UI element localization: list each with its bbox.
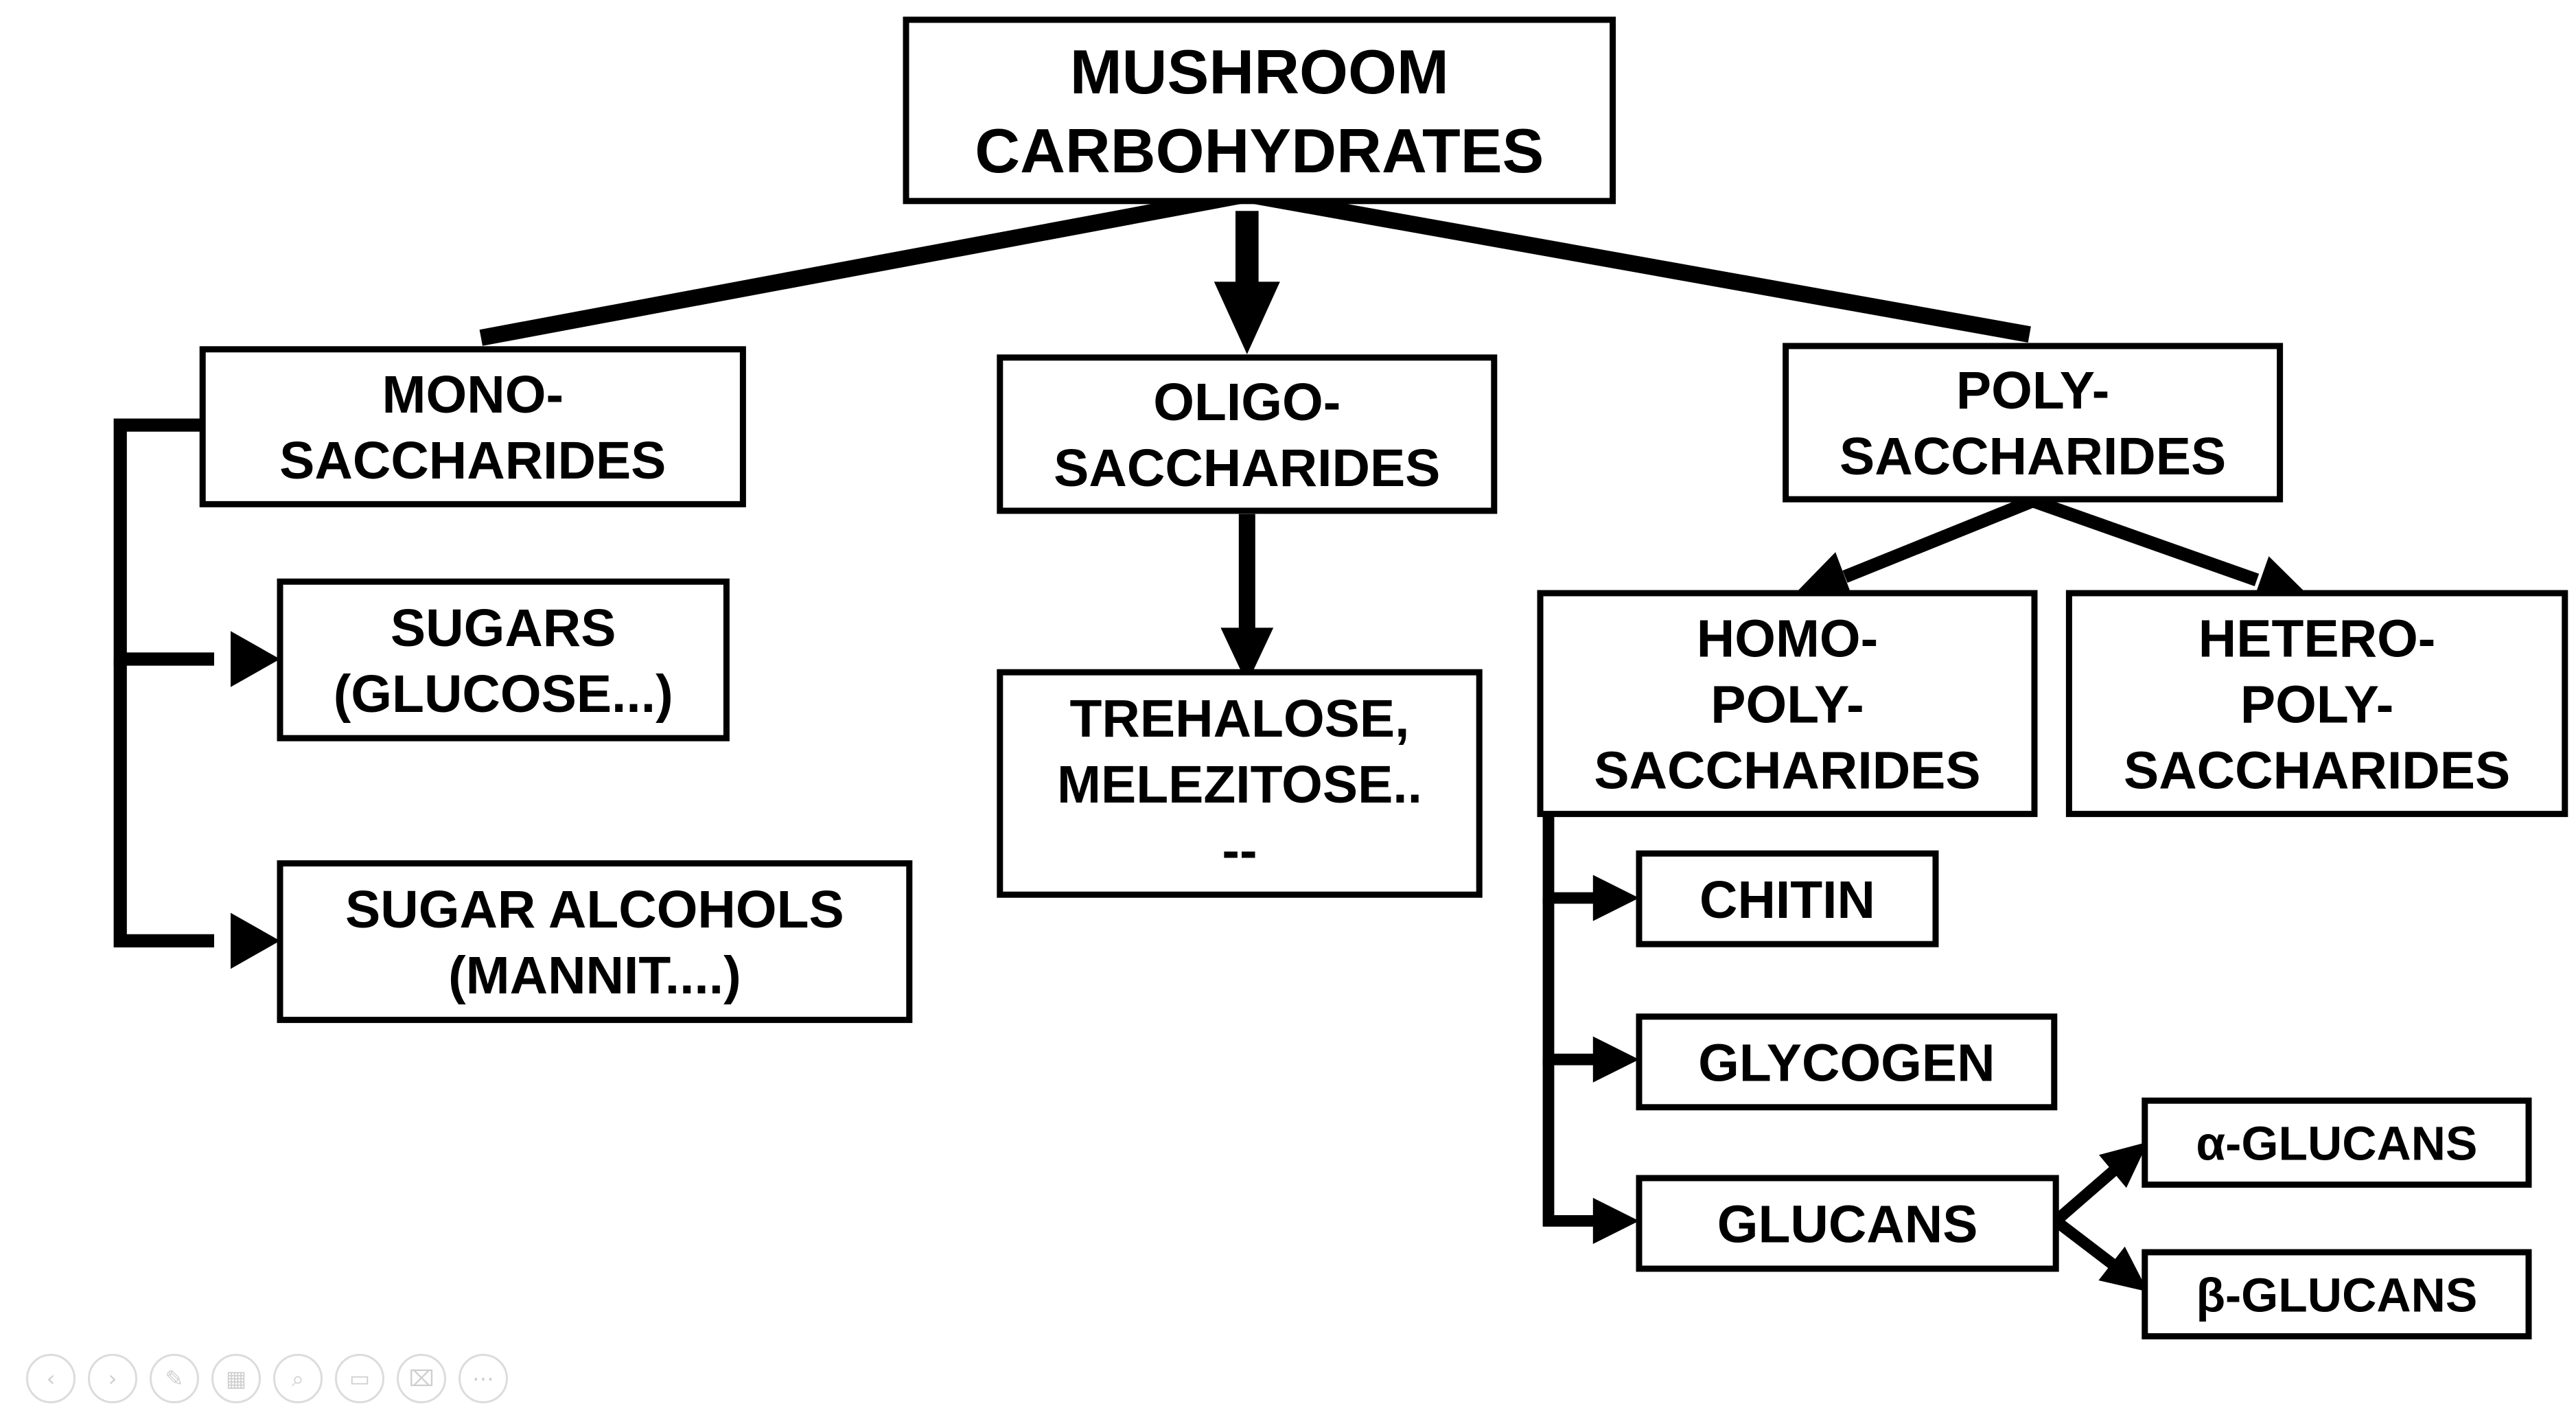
node-label-line: SACCHARIDES — [2124, 741, 2510, 800]
zoom-button[interactable]: ⌕ — [273, 1354, 323, 1403]
edges-layer — [113, 186, 2313, 1292]
node-poly: POLY- SACCHARIDES — [1783, 343, 2284, 503]
node-label-line: POLY- — [1710, 675, 1864, 734]
edge-poly-hetero — [2030, 494, 2260, 586]
node-box — [2142, 1097, 2532, 1188]
node-beta-glucans: β-GLUCANS — [2142, 1249, 2532, 1339]
edge-mono-sugar-alcohols-arrowhead — [231, 912, 280, 969]
edge-homo-glucans — [1542, 1059, 1595, 1227]
node-box — [1636, 850, 1939, 947]
edge-root-mono — [479, 186, 1249, 346]
slideshow-toolbar: ‹ › ✎ ▦ ⌕ ▭ ⌧ ⋯ — [26, 1354, 508, 1405]
node-box — [277, 578, 730, 741]
node-label-line: (GLUCOSE...) — [334, 665, 673, 724]
edge-poly-homo-arrowhead — [1792, 552, 1855, 602]
node-label-line: -- — [1222, 821, 1257, 880]
node-alpha-glucans: α-GLUCANS — [2142, 1097, 2532, 1188]
node-sugars: SUGARS (GLUCOSE...) — [277, 578, 730, 741]
node-sugar-alcohols: SUGAR ALCOHOLS (MANNIT....) — [277, 860, 913, 1024]
node-label-line: CARBOHYDRATES — [975, 116, 1544, 186]
arrow-left-icon: ‹ — [46, 1366, 56, 1392]
camera-off-icon: ⌧ — [408, 1366, 434, 1392]
node-label-line: SACCHARIDES — [1054, 439, 1440, 498]
node-chitin: CHITIN — [1636, 850, 1939, 947]
node-glycogen: GLYCOGEN — [1636, 1013, 2058, 1111]
node-label-line: SACCHARIDES — [1840, 427, 2226, 486]
node-label-line: HETERO- — [2198, 609, 2436, 668]
node-label-line: HOMO- — [1697, 609, 1878, 668]
node-oligo: OLIGO- SACCHARIDES — [997, 354, 1498, 514]
node-label-line: SUGAR ALCOHOLS — [345, 880, 844, 939]
node-label-line: OLIGO- — [1153, 373, 1341, 432]
slide-sorter-button[interactable]: ▦ — [211, 1354, 261, 1403]
nodes-layer: MUSHROOMCARBOHYDRATESMONO-SACCHARIDESOLI… — [199, 16, 2568, 1339]
edge-poly-homo — [1842, 494, 2036, 583]
node-label-line: GLUCANS — [1717, 1195, 1978, 1254]
magnifier-icon: ⌕ — [292, 1365, 304, 1392]
camera-button[interactable]: ⌧ — [397, 1354, 446, 1403]
node-label-line: MONO- — [382, 365, 564, 424]
pen-button[interactable]: ✎ — [150, 1354, 199, 1403]
node-box — [1537, 590, 2038, 818]
previous-slide-button[interactable]: ‹ — [26, 1354, 76, 1403]
edge-homo-glycogen — [1542, 898, 1595, 1065]
node-homo: HOMO- POLY- SACCHARIDES — [1537, 590, 2038, 818]
edge-homo-glycogen-arrowhead — [1592, 1036, 1639, 1083]
node-box — [277, 860, 913, 1024]
node-hetero: HETERO- POLY- SACCHARIDES — [2065, 590, 2568, 818]
node-root: MUSHROOM CARBOHYDRATES — [903, 16, 1616, 205]
node-label-line: SUGARS — [391, 599, 616, 658]
subtitles-icon: ▭ — [349, 1366, 371, 1392]
node-box — [997, 354, 1498, 514]
node-box — [2065, 590, 2568, 818]
edge-homo-chitin — [1542, 814, 1595, 904]
next-slide-button[interactable]: › — [88, 1354, 137, 1403]
edge-homo-glucans-arrowhead — [1592, 1197, 1639, 1244]
node-label-line: SACCHARIDES — [279, 431, 666, 490]
node-label-line: MUSHROOM — [1070, 37, 1449, 107]
node-label-line: α-GLUCANS — [2196, 1116, 2477, 1170]
slides-icon: ▦ — [225, 1366, 247, 1392]
node-box — [1636, 1175, 2059, 1272]
node-mono: MONO- SACCHARIDES — [199, 346, 746, 507]
edge-homo-chitin-arrowhead — [1592, 875, 1639, 921]
node-label-line: β-GLUCANS — [2196, 1268, 2478, 1322]
node-box — [2142, 1249, 2532, 1339]
node-box — [1783, 343, 2284, 503]
node-box — [199, 346, 746, 507]
node-glucans: GLUCANS — [1636, 1175, 2059, 1272]
edge-glucans-alpha-glucans-arrowhead — [2099, 1142, 2148, 1188]
arrow-right-icon: › — [108, 1366, 117, 1392]
edge-glucans-beta-glucans — [2052, 1216, 2122, 1274]
node-box — [1636, 1013, 2058, 1111]
edge-oligo-trehalose-arrowhead — [1220, 627, 1274, 684]
node-label-line: CHITIN — [1699, 871, 1875, 930]
more-icon: ⋯ — [472, 1366, 494, 1392]
edge-glucans-alpha-glucans — [2052, 1162, 2122, 1225]
edge-root-poly — [1245, 186, 2031, 343]
subtitles-button[interactable]: ▭ — [335, 1354, 384, 1403]
edge-glucans-beta-glucans-arrowhead — [2098, 1246, 2148, 1292]
node-label-line: POLY- — [2240, 675, 2393, 734]
node-label-line: MELEZITOSE.. — [1057, 755, 1422, 814]
node-box — [997, 669, 1483, 898]
node-label-line: TREHALOSE, — [1070, 689, 1410, 748]
node-label-line: (MANNIT....) — [448, 946, 741, 1005]
edge-mono-sugar-alcohols — [113, 659, 214, 948]
pen-icon: ✎ — [165, 1366, 184, 1392]
edge-mono-sugars — [113, 418, 214, 666]
edge-root-oligo-arrowhead — [1214, 281, 1280, 354]
node-label-line: POLY- — [1956, 361, 2109, 420]
node-trehalose: TREHALOSE, MELEZITOSE.. -- — [997, 669, 1483, 898]
node-label-line: SACCHARIDES — [1594, 741, 1980, 800]
edge-mono-sugars-arrowhead — [231, 631, 280, 687]
more-options-button[interactable]: ⋯ — [459, 1354, 508, 1403]
node-label-line: GLYCOGEN — [1698, 1033, 1995, 1092]
node-box — [903, 16, 1616, 205]
